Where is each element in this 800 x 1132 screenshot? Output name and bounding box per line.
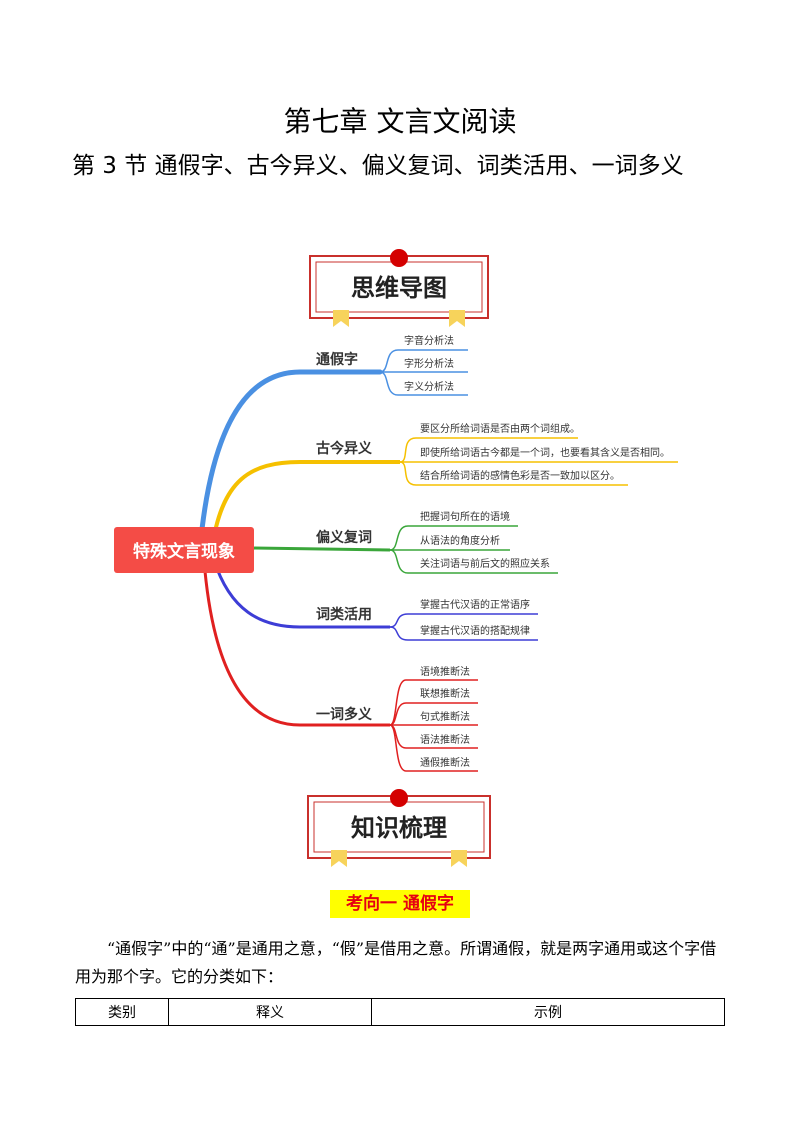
knowledge-banner-label: 知识梳理 [351, 814, 447, 842]
section-title: 第 3 节 通假字、古今异义、偏义复词、词类活用、一词多义 [72, 153, 684, 179]
leaf-label: 联想推断法 [420, 687, 470, 700]
pin-icon [390, 249, 408, 267]
leaf-label: 即使所给词语古今都是一个词，也要看其含义是否相同。 [420, 446, 670, 459]
table-header-row: 类别 释义 示例 [75, 998, 725, 1026]
chapter-title: 第七章 文言文阅读 [283, 105, 517, 138]
leaf-label: 字义分析法 [404, 380, 454, 393]
leaf-label: 要区分所给词语是否由两个词组成。 [420, 422, 580, 435]
ribbon-icon [449, 310, 465, 327]
leaf-label: 结合所给词语的感情色彩是否一致加以区分。 [420, 469, 620, 482]
leaf-label: 掌握古代汉语的正常语序 [420, 598, 530, 611]
table-header-cell: 类别 [75, 998, 169, 1026]
ribbon-icon [451, 850, 467, 867]
leaf-label: 语法推断法 [420, 733, 470, 746]
leaf-label: 字形分析法 [404, 357, 454, 370]
table-header-cell: 释义 [168, 998, 372, 1026]
classification-table: 类别 释义 示例 [75, 998, 725, 1026]
leaf-label: 句式推断法 [420, 710, 470, 723]
pin-icon [390, 789, 408, 807]
branch-label: 一词多义 [316, 706, 372, 723]
leaf-label: 关注词语与前后文的照应关系 [420, 557, 550, 570]
center-label: 特殊文言现象 [133, 541, 235, 562]
ribbon-icon [333, 310, 349, 327]
mind-map: 思维导图 特殊文言现象 通假字 古今异义 偏义复词 词类活用 一词多义 字音分析… [114, 249, 678, 867]
branch-label: 古今异义 [316, 440, 372, 457]
leaf-label: 掌握古代汉语的搭配规律 [420, 624, 530, 637]
leaf-label: 把握词句所在的语境 [420, 510, 510, 523]
branch-label: 通假字 [316, 351, 358, 368]
knowledge-banner: 知识梳理 [307, 789, 491, 867]
branch-label: 词类活用 [316, 606, 372, 623]
section-heading: 考向一 通假字 [330, 890, 470, 918]
leaf-label: 从语法的角度分析 [420, 534, 500, 547]
leaf-label: 通假推断法 [420, 756, 470, 769]
leaf-label: 字音分析法 [404, 334, 454, 347]
mindmap-banner-label: 思维导图 [351, 274, 447, 302]
intro-paragraph: “通假字”中的“通”是通用之意，“假”是借用之意。所谓通假，就是两字通用或这个字… [75, 939, 717, 986]
mindmap-center-node: 特殊文言现象 [114, 527, 254, 573]
mindmap-banner: 思维导图 [309, 249, 489, 327]
leaf-label: 语境推断法 [420, 665, 470, 678]
table-header-cell: 示例 [371, 998, 725, 1026]
ribbon-icon [331, 850, 347, 867]
branch-label: 偏义复词 [316, 529, 372, 546]
